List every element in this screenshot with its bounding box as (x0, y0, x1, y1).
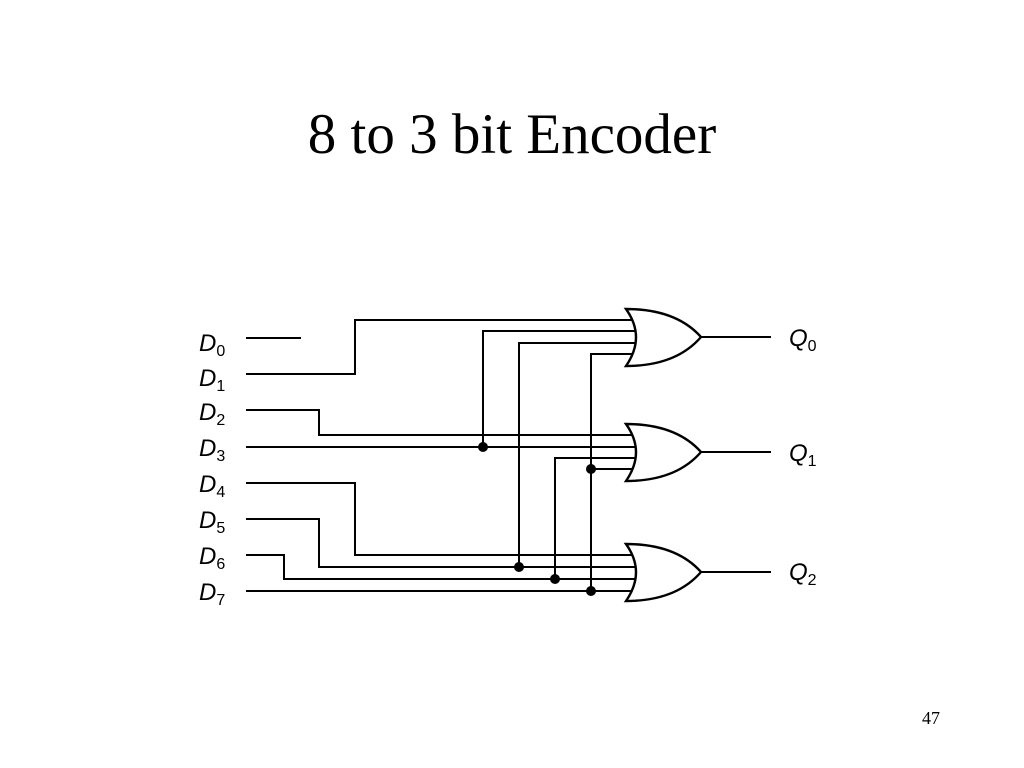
junction-d3 (478, 442, 488, 452)
input-label-d2: D2 (199, 399, 225, 429)
input-label-d5: D5 (199, 507, 225, 537)
output-label-q0: Q0 (789, 325, 817, 355)
wire-d5-branch-q0 (518, 342, 638, 567)
output-labels: Q0 Q1 Q2 (789, 325, 817, 589)
input-label-d4: D4 (199, 471, 225, 501)
wire-d3-branch-q0 (482, 330, 636, 447)
input-wires (246, 319, 640, 592)
output-label-q2: Q2 (789, 559, 817, 589)
junction-d5 (514, 562, 524, 572)
or-gate-q1 (623, 422, 703, 483)
junction-dots (478, 442, 596, 596)
or-gates (623, 307, 703, 603)
wire-d6-branch-q1 (554, 457, 638, 579)
input-label-d3: D3 (199, 435, 225, 465)
wire-d5 (246, 518, 638, 568)
wire-d2 (246, 409, 636, 436)
wire-d1 (246, 319, 633, 375)
input-label-d6: D6 (199, 543, 225, 573)
junction-d6 (550, 574, 560, 584)
or-gate-q0 (623, 307, 703, 368)
output-label-q1: Q1 (789, 440, 817, 470)
input-label-d0: D0 (199, 330, 225, 360)
wire-d4 (246, 482, 633, 556)
page-number: 47 (922, 708, 940, 728)
wire-d6 (246, 554, 638, 580)
input-label-d7: D7 (199, 579, 225, 609)
wire-d7-branch (590, 353, 637, 591)
output-wires (701, 336, 771, 573)
junction-d7-q1 (586, 464, 596, 474)
input-labels: D0 D1 D2 D3 D4 D5 D6 D7 (199, 330, 225, 609)
or-gate-q2 (623, 542, 703, 603)
input-label-d1: D1 (199, 365, 225, 395)
junction-d7-q2 (586, 586, 596, 596)
slide-title: 8 to 3 bit Encoder (307, 103, 717, 166)
